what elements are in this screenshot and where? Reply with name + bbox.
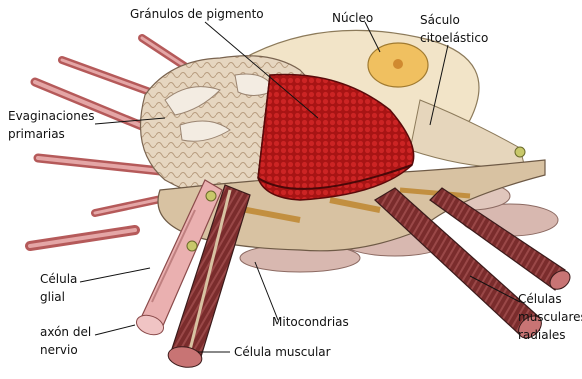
- nucleus: [368, 43, 428, 87]
- label-radial-line1: Células: [518, 290, 582, 308]
- label-radial-line3: radiales: [518, 326, 582, 344]
- label-mitochondria: Mitocondrias: [272, 313, 349, 331]
- label-axon-line2: nervio: [40, 341, 91, 359]
- label-muscle-cell: Célula muscular: [234, 343, 331, 361]
- label-nucleus: Núcleo: [332, 9, 373, 27]
- label-axon-line1: axón del: [40, 323, 91, 341]
- label-radial-line2: musculares: [518, 308, 582, 326]
- label-evaginations-line2: primarias: [8, 125, 94, 143]
- label-primary-evaginations: Evaginaciones primarias: [8, 107, 94, 143]
- label-glial-line2: glial: [40, 288, 77, 306]
- label-sacculus-line2: citoelástico: [420, 29, 488, 47]
- label-pigment-granules: Gránulos de pigmento: [130, 5, 264, 23]
- label-nerve-axon: axón del nervio: [40, 323, 91, 359]
- label-glial-line1: Célula: [40, 270, 77, 288]
- label-sacculus-line1: Sáculo: [420, 11, 488, 29]
- label-cytoelastic-sacculus: Sáculo citoelástico: [420, 11, 488, 47]
- label-radial-muscle-cells: Células musculares radiales: [518, 290, 582, 344]
- label-evaginations-line1: Evaginaciones: [8, 107, 94, 125]
- label-glial-cell: Célula glial: [40, 270, 77, 306]
